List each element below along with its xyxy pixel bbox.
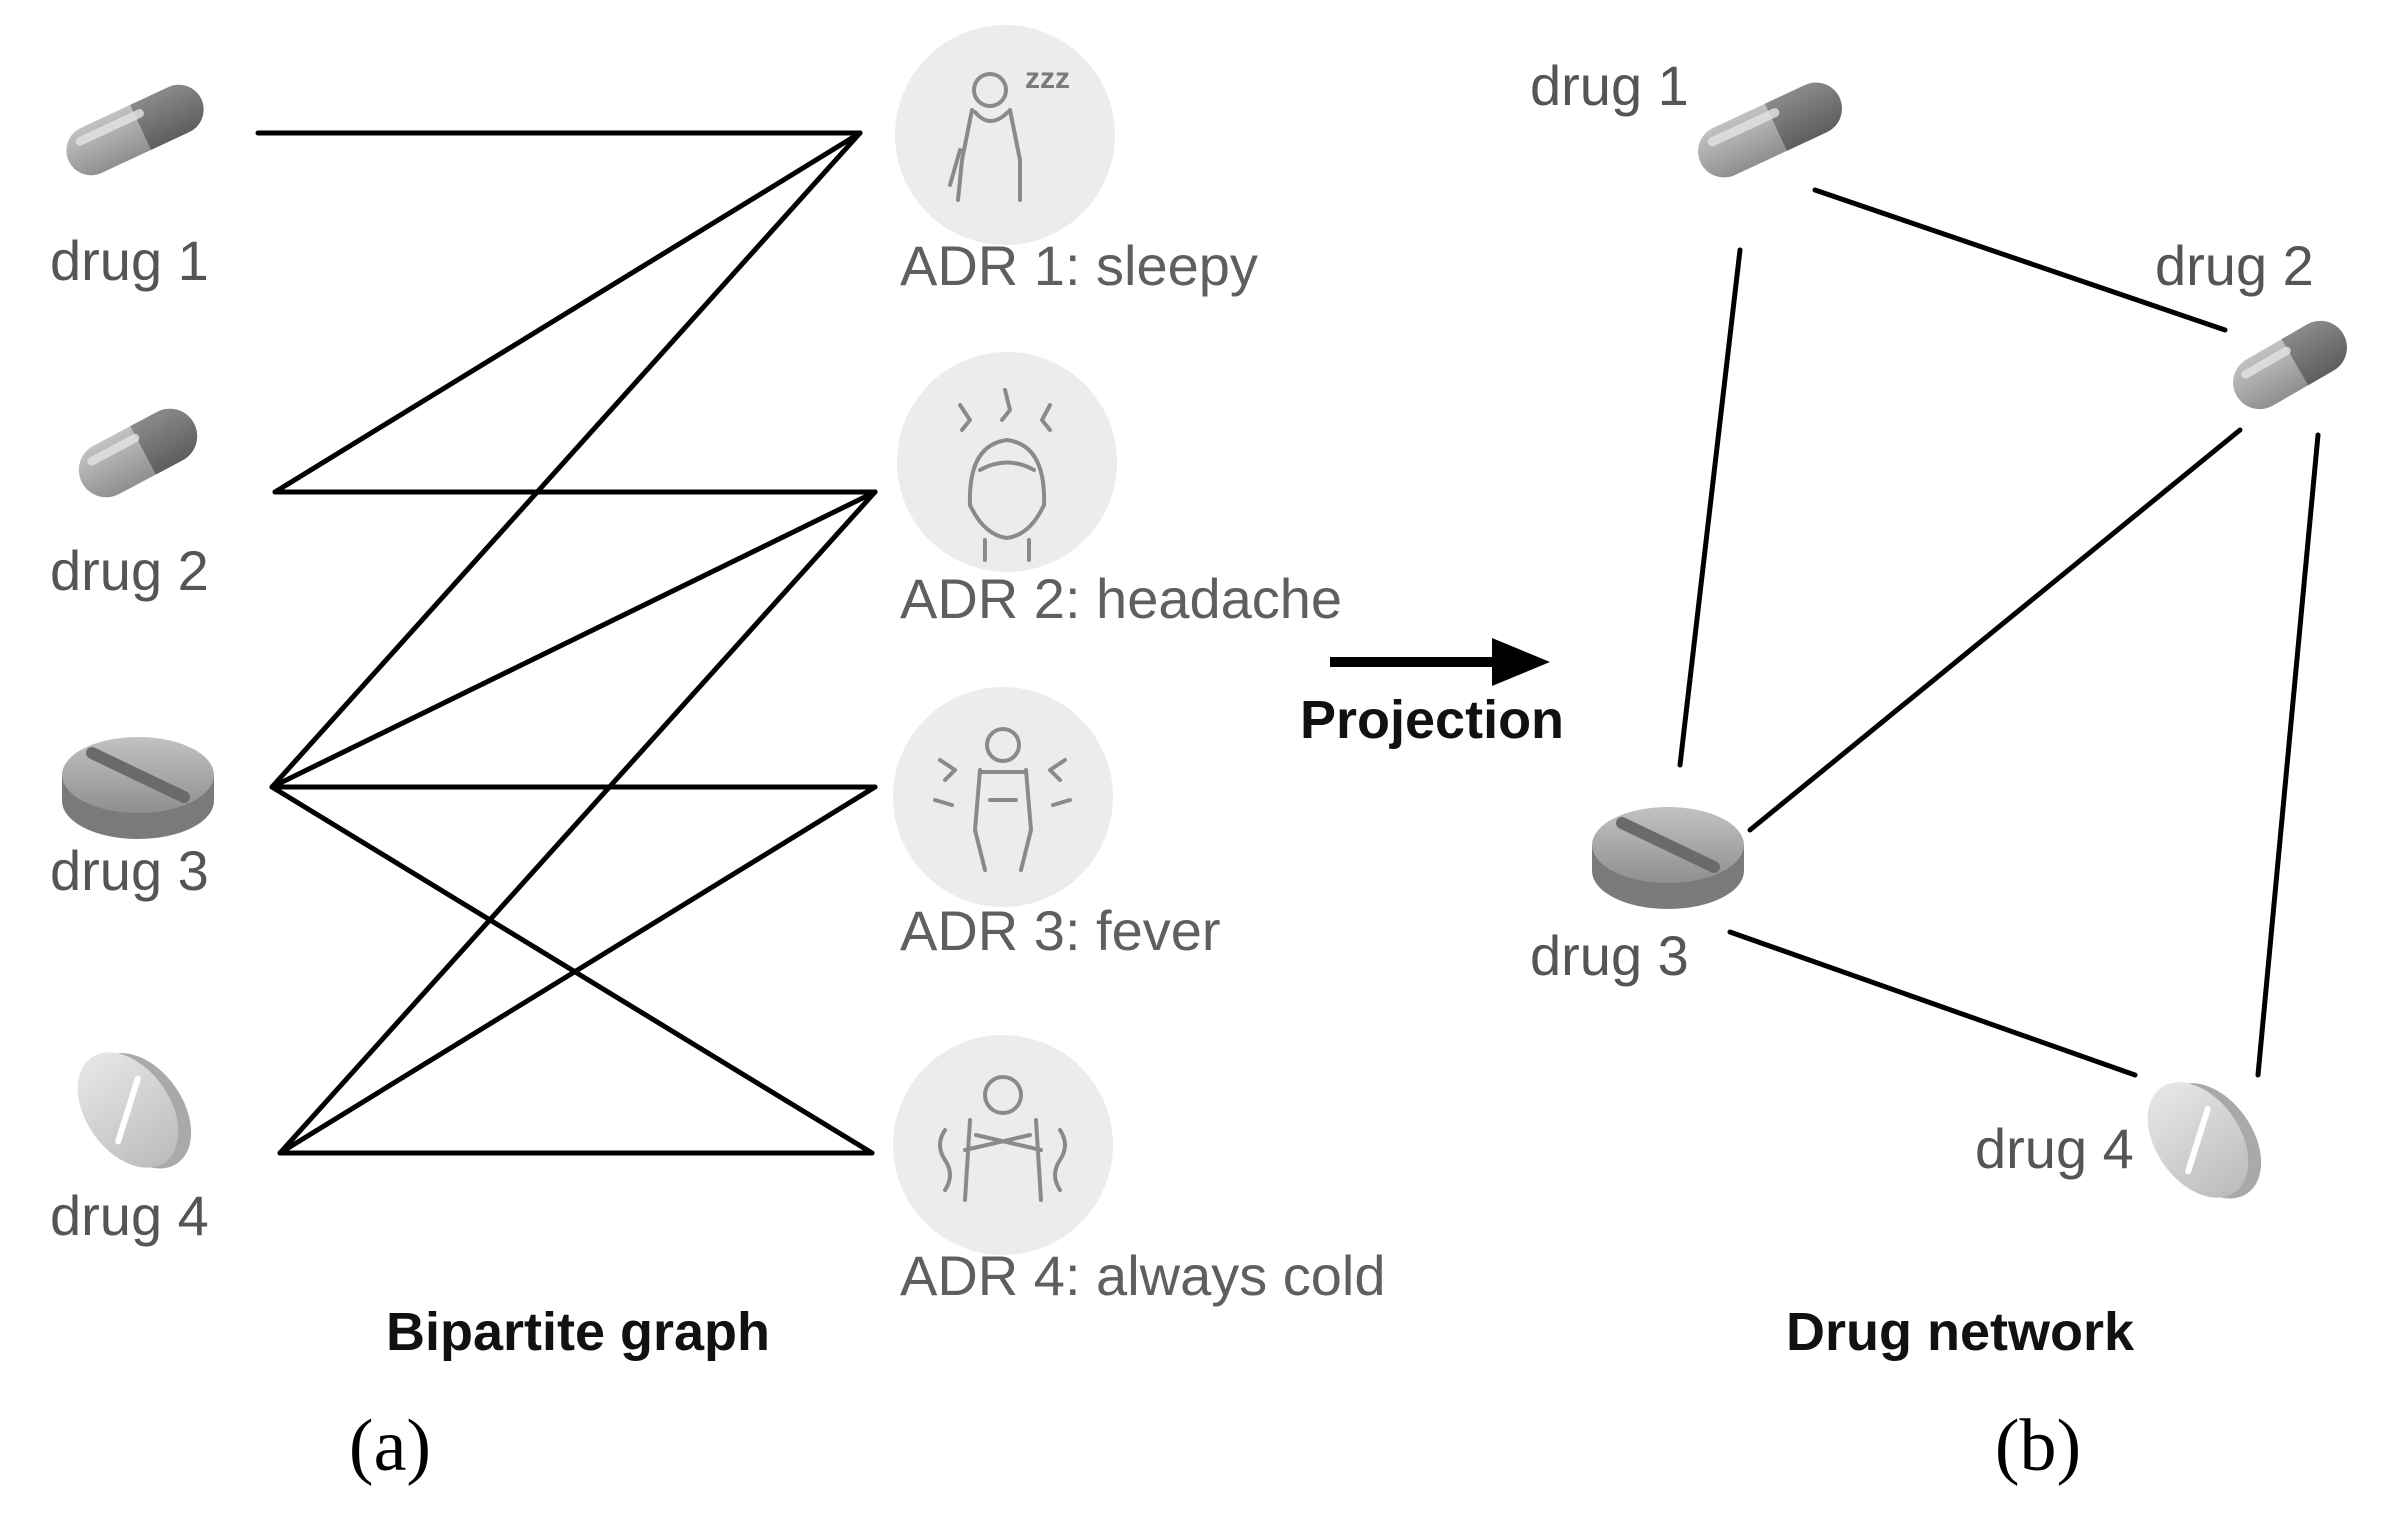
network-node-drug-2: drug 2 [2155, 234, 2357, 419]
panel-label-a: (a) [349, 1405, 431, 1487]
bipartite-edge-drug3-adr2 [269, 489, 878, 790]
bipartite-edge-drug3-adr1 [269, 130, 863, 790]
bipartite-drug-4: drug 4 [50, 1028, 212, 1247]
fever-person-icon [933, 727, 1072, 872]
drug-label: drug 4 [50, 1184, 209, 1247]
drug-label: drug 3 [50, 839, 209, 902]
node-label: drug 4 [1975, 1117, 2134, 1180]
drug-label: drug 1 [50, 229, 209, 292]
projection-arrow: Projection [1300, 638, 1564, 750]
capsule-short-icon [69, 399, 207, 507]
arrow-head-icon [1492, 638, 1550, 686]
panel-label-b: (b) [1995, 1405, 2081, 1487]
network-edge-drug1-drug3 [1677, 247, 1743, 768]
network-edge-drug3-drug4 [1727, 929, 2138, 1078]
node-label: drug 3 [1530, 924, 1689, 987]
capsule-long-icon [1689, 74, 1851, 186]
adr-label: ADR 3: fever [900, 899, 1221, 962]
bipartite-drug-2: drug 2 [50, 399, 209, 602]
adr-label: ADR 1: sleepy [900, 234, 1258, 297]
bipartite-drug-1: drug 1 [50, 76, 212, 292]
bipartite-caption: Bipartite graph [386, 1302, 770, 1362]
adr-node-3: ADR 3: fever [893, 687, 1221, 962]
drug-label: drug 2 [50, 539, 209, 602]
adr-node-2: ADR 2: headache [897, 352, 1342, 630]
headache-person-icon [958, 388, 1052, 562]
capsule-short-icon [2223, 311, 2357, 419]
projection-label: Projection [1300, 690, 1564, 750]
network-edge-drug2-drug4 [2255, 432, 2321, 1078]
scored-tablet-icon [62, 737, 214, 839]
round-tablet-icon [57, 1028, 212, 1193]
network-caption: Drug network [1786, 1302, 2135, 1362]
bipartite-edge-drug4-adr2 [277, 489, 878, 1156]
adr-node-4: ADR 4: always cold [893, 1035, 1386, 1307]
scored-tablet-icon [1592, 807, 1744, 909]
bipartite-drug-3: drug 3 [50, 737, 214, 902]
bipartite-edges [255, 130, 878, 1156]
network-node-drug-3: drug 3 [1530, 807, 1744, 987]
round-tablet-icon [2127, 1058, 2282, 1223]
drug-network-edges [1677, 187, 2321, 1078]
bipartite-edge-drug4-adr3 [277, 784, 878, 1156]
adr-label: ADR 4: always cold [900, 1244, 1386, 1307]
capsule-long-icon [58, 76, 212, 184]
network-edge-drug1-drug2 [1812, 187, 2228, 333]
svg-text:zzz: zzz [1025, 62, 1070, 95]
node-label: drug 2 [2155, 234, 2314, 297]
network-node-drug-1: drug 1 [1530, 54, 1851, 186]
sleepy-person-icon: zzz [948, 62, 1070, 202]
network-edge-drug2-drug3 [1747, 427, 2243, 833]
bipartite-edge-drug3-adr4 [269, 784, 875, 1156]
bipartite-edge-drug2-adr1 [272, 130, 863, 495]
adr-node-1: zzz ADR 1: sleepy [895, 25, 1258, 297]
cold-person-icon [938, 1075, 1067, 1202]
node-label: drug 1 [1530, 54, 1689, 117]
adr-label: ADR 2: headache [900, 567, 1342, 630]
network-node-drug-4: drug 4 [1975, 1058, 2282, 1223]
